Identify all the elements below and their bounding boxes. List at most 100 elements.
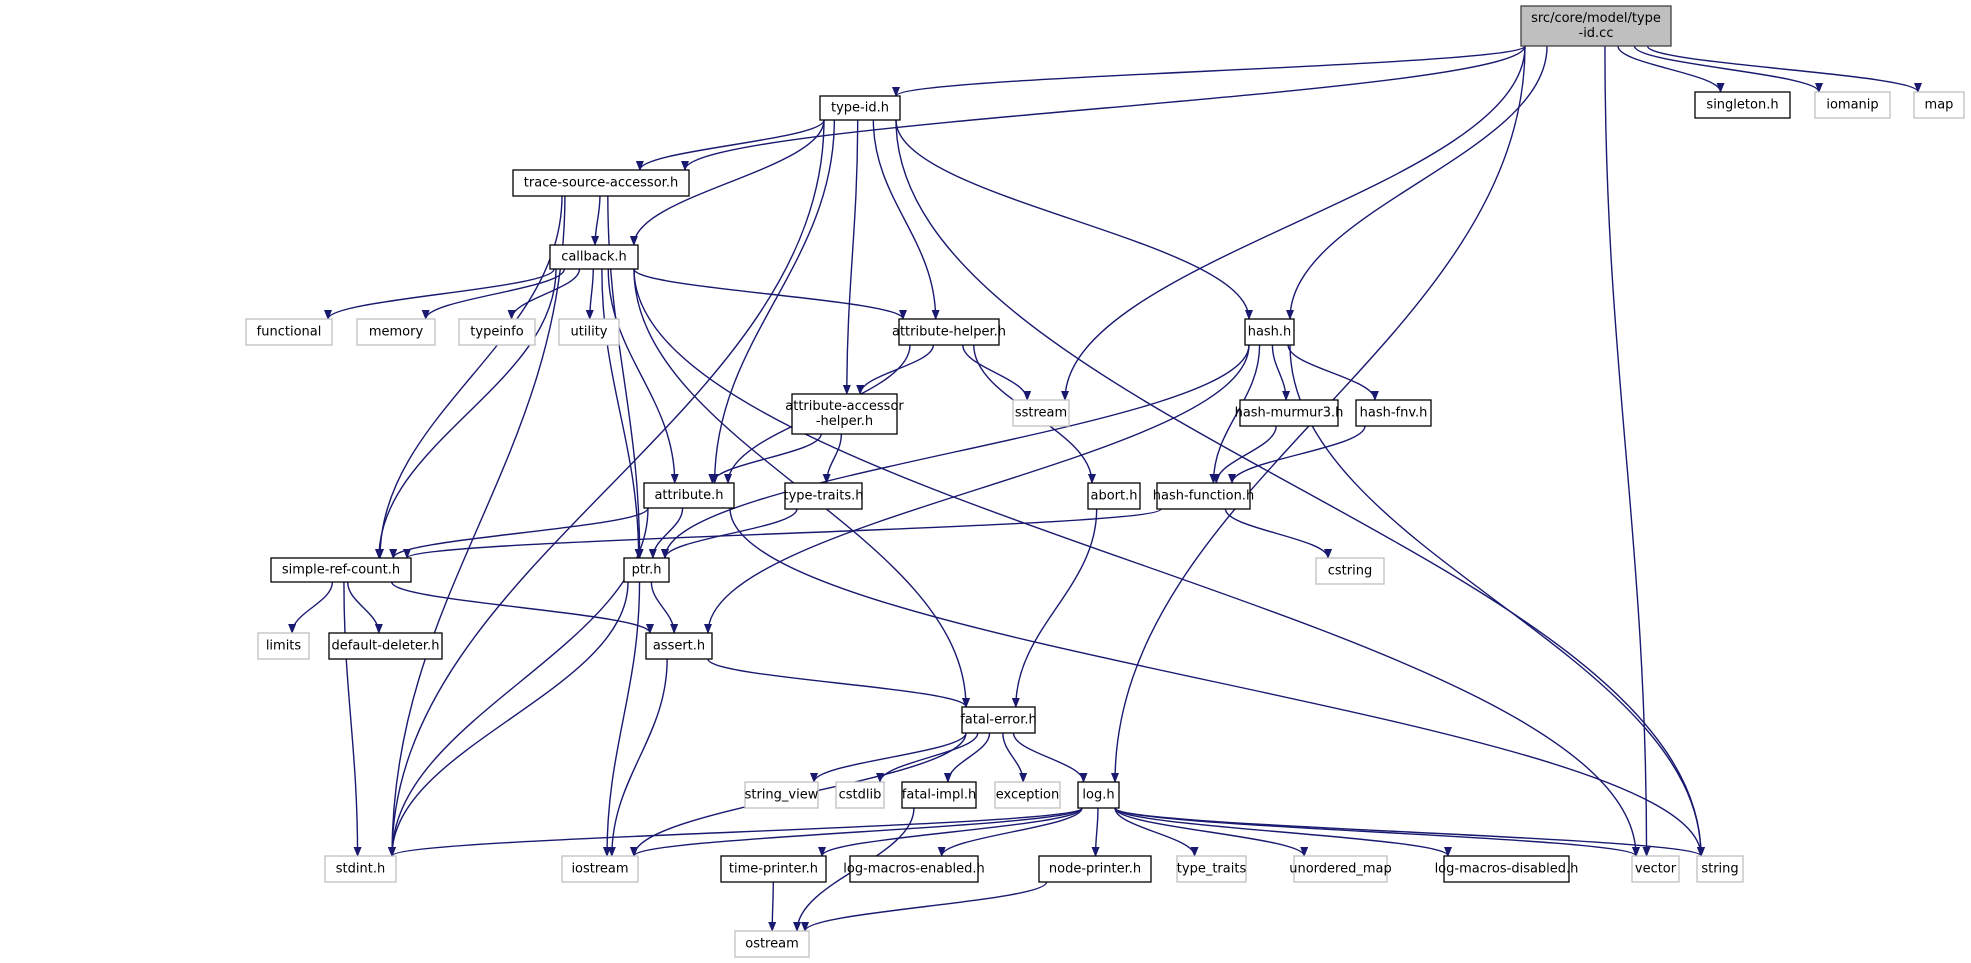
- edge-hash-h-to-assert-h: [704, 344, 1250, 634]
- node-attribute-helper-h[interactable]: attribute-helper.h: [892, 318, 1006, 346]
- edge-log-h-to-log-macros-enabled-h: [937, 807, 1083, 857]
- node-limits[interactable]: limits: [257, 632, 310, 660]
- node-hash-h[interactable]: hash.h: [1244, 318, 1295, 346]
- edge-type-id-cc-to-hash-h: [1286, 45, 1548, 320]
- node-ptr-h[interactable]: ptr.h: [623, 557, 670, 583]
- node-label: attribute.h: [654, 488, 723, 503]
- node-simple-ref-count-h[interactable]: simple-ref-count.h: [270, 557, 412, 583]
- node-box: [734, 930, 810, 958]
- node-log-h[interactable]: log.h: [1077, 781, 1120, 809]
- edge-hash-murmur3-h-to-hash-function-h: [1212, 425, 1277, 484]
- node-stdint-h[interactable]: stdint.h: [324, 855, 397, 883]
- node-callback-h[interactable]: callback.h: [549, 244, 639, 270]
- node-string[interactable]: string: [1696, 855, 1744, 883]
- edge-callback-h-to-simple-ref-count-h: [374, 268, 557, 559]
- node-hash-murmur3-h[interactable]: hash-murmur3.h: [1235, 399, 1344, 427]
- node-box: [645, 632, 713, 660]
- node-label: hash-murmur3.h: [1235, 406, 1344, 421]
- node-box: [784, 482, 863, 510]
- node-log-macros-disabled-h[interactable]: log-macros-disabled.h: [1435, 855, 1579, 883]
- node-typeinfo[interactable]: typeinfo: [458, 318, 536, 346]
- node-label: type-traits.h: [784, 489, 864, 504]
- node-box: [1012, 399, 1070, 427]
- node-log-macros-enabled-h[interactable]: log-macros-enabled.h: [843, 855, 985, 883]
- node-label: unordered_map: [1289, 862, 1392, 877]
- edge-hash-h-to-ptr-h: [661, 344, 1250, 559]
- node-map[interactable]: map: [1913, 91, 1965, 119]
- edge-callback-h-to-functional: [324, 268, 555, 320]
- node-box: [1631, 855, 1680, 883]
- edge-hash-h-to-hash-fnv-h: [1287, 344, 1379, 401]
- edge-ptr-h-to-assert-h: [650, 581, 679, 634]
- node-iomanip[interactable]: iomanip: [1814, 91, 1891, 119]
- edge-log-h-to-time-printer-h: [818, 807, 1083, 857]
- node-hash-fnv-h[interactable]: hash-fnv.h: [1355, 399, 1432, 427]
- edge-fatal-error-h-to-cstdlib: [876, 732, 979, 783]
- node-box: [458, 318, 536, 346]
- edges-layer: [288, 45, 1922, 932]
- node-box: [849, 855, 979, 883]
- node-assert-h[interactable]: assert.h: [645, 632, 713, 660]
- edge-fatal-error-h-to-log-h: [1012, 732, 1088, 783]
- node-box: [1355, 399, 1432, 427]
- node-trace-source-accessor-h[interactable]: trace-source-accessor.h: [512, 169, 690, 197]
- node-fatal-error-h[interactable]: fatal-error.h: [960, 706, 1037, 734]
- node-type-id-cc[interactable]: src/core/model/type-id.cc: [1520, 5, 1672, 47]
- node-node-printer-h[interactable]: node-printer.h: [1038, 855, 1152, 883]
- node-vector[interactable]: vector: [1631, 855, 1680, 883]
- edge-attribute-h-to-string: [729, 507, 1705, 857]
- edge-callback-h-to-ptr-h: [601, 268, 643, 559]
- node-sstream[interactable]: sstream: [1012, 399, 1070, 427]
- node-label: iostream: [571, 862, 628, 877]
- node-box: [1696, 855, 1744, 883]
- edge-fatal-error-h-to-string_view: [810, 732, 967, 783]
- node-unordered_map[interactable]: unordered_map: [1289, 855, 1392, 883]
- edge-type-id-cc-to-map: [1646, 45, 1922, 93]
- node-attribute-h[interactable]: attribute.h: [643, 482, 735, 509]
- node-functional[interactable]: functional: [245, 318, 333, 346]
- node-label: type-id.h: [831, 101, 889, 116]
- node-label: string_view: [745, 788, 819, 803]
- node-box: [549, 244, 639, 270]
- edge-type-id-cc-to-singleton-h: [1617, 45, 1725, 93]
- node-box: [744, 781, 819, 809]
- node-box: [257, 632, 310, 660]
- edge-assert-h-to-fatal-error-h: [707, 658, 970, 708]
- edge-trace-source-accessor-h-to-callback-h: [591, 195, 601, 246]
- node-label: attribute-accessor: [785, 399, 904, 414]
- edge-simple-ref-count-h-to-default-deleter-h: [346, 581, 383, 634]
- node-cstring[interactable]: cstring: [1315, 557, 1385, 585]
- node-box: [1293, 855, 1388, 883]
- node-iostream[interactable]: iostream: [561, 855, 639, 883]
- node-type-id-h[interactable]: type-id.h: [819, 95, 901, 121]
- edge-simple-ref-count-h-to-stdint-h: [343, 581, 362, 857]
- node-default-deleter-h[interactable]: default-deleter.h: [328, 632, 443, 660]
- node-hash-function-h[interactable]: hash-function.h: [1153, 482, 1254, 510]
- node-label: functional: [257, 325, 322, 340]
- node-abort-h[interactable]: abort.h: [1087, 482, 1141, 510]
- node-string_view[interactable]: string_view: [744, 781, 819, 809]
- edge-hash-function-h-to-simple-ref-count-h: [403, 508, 1162, 559]
- node-label: abort.h: [1091, 489, 1138, 504]
- edge-attribute-h-to-simple-ref-count-h: [389, 507, 649, 559]
- node-time-printer-h[interactable]: time-printer.h: [720, 855, 827, 883]
- node-type_traits[interactable]: type_traits: [1176, 855, 1247, 883]
- node-singleton-h[interactable]: singleton.h: [1694, 91, 1791, 119]
- node-label: memory: [369, 325, 424, 340]
- edge-assert-h-to-iostream: [607, 658, 668, 857]
- node-ostream[interactable]: ostream: [734, 930, 810, 958]
- node-label: src/core/model/type: [1531, 11, 1661, 26]
- node-memory[interactable]: memory: [356, 318, 436, 346]
- edge-log-h-to-unordered_map: [1114, 807, 1309, 857]
- node-cstdlib[interactable]: cstdlib: [835, 781, 885, 809]
- edge-log-h-to-string: [1114, 807, 1705, 857]
- node-attribute-accessor-helper-h[interactable]: attribute-accessor-helper.h: [785, 393, 904, 435]
- node-utility[interactable]: utility: [558, 318, 620, 346]
- edge-trace-source-accessor-h-to-simple-ref-count-h: [376, 195, 563, 559]
- node-fatal-impl-h[interactable]: fatal-impl.h: [901, 781, 977, 809]
- node-box: [819, 95, 901, 121]
- edge-ptr-h-to-iostream: [602, 581, 641, 857]
- node-type-traits-h[interactable]: type-traits.h: [784, 482, 864, 510]
- node-exception[interactable]: exception: [994, 781, 1061, 809]
